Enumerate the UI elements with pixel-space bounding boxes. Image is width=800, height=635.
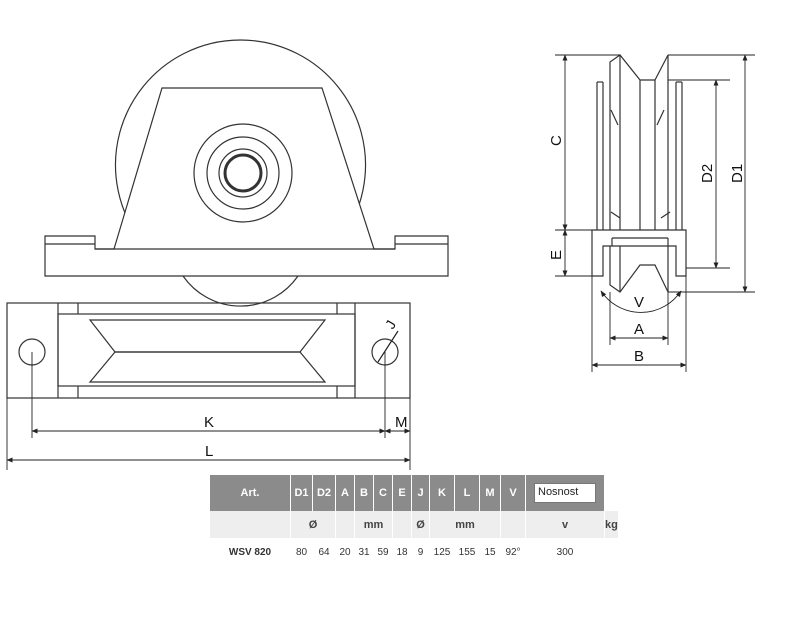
dim-label-a: A: [634, 321, 644, 338]
side-bracket-base: [591, 229, 687, 277]
unit-cell: kg: [604, 511, 619, 538]
value-cell: 125: [429, 538, 455, 566]
side-dimensions: [555, 54, 755, 372]
value-cell: 300: [525, 538, 605, 566]
wheel-groove-bottom: [88, 351, 327, 383]
header-cell: D1: [290, 475, 313, 511]
header-cell: E: [392, 475, 412, 511]
dim-label-e: E: [548, 250, 565, 260]
wheel-outline: [114, 39, 367, 277]
table-units-row: Ø mm Ø mm v kg: [210, 511, 619, 538]
header-cell: K: [429, 475, 455, 511]
nosnost-header-cell: Nosnost: [525, 475, 605, 511]
unit-cell: [500, 511, 526, 538]
dim-label-d2: D2: [699, 164, 716, 183]
plate-outline: [6, 302, 411, 399]
dim-label-l: L: [205, 443, 213, 460]
dim-label-b: B: [634, 348, 644, 365]
dim-label-j: J: [382, 317, 399, 331]
unit-cell: v: [525, 511, 605, 538]
article-cell: WSV 820: [210, 538, 291, 566]
technical-drawing: K M L J: [6, 39, 755, 470]
value-cell: 64: [312, 538, 336, 566]
header-cell: C: [373, 475, 393, 511]
side-view: [591, 54, 687, 293]
nosnost-label: Nosnost: [534, 483, 596, 503]
header-cell: M: [479, 475, 501, 511]
unit-cell: Ø: [290, 511, 336, 538]
value-cell: 9: [411, 538, 430, 566]
wheel-groove-top: [88, 319, 327, 353]
wheel-bottom-arc: [182, 275, 299, 307]
table-header-row: Art. D1 D2 A B C E J K L M V Nosnost: [210, 475, 618, 511]
value-cell: 80: [290, 538, 313, 566]
header-cell: D2: [312, 475, 336, 511]
side-wheel-bottom: [609, 246, 669, 293]
value-cell: 92°: [500, 538, 526, 566]
header-cell: Art.: [210, 475, 291, 511]
value-cell: 18: [392, 538, 412, 566]
spec-table: Art. D1 D2 A B C E J K L M V Nosnost Ø m…: [210, 475, 619, 566]
header-cell: J: [411, 475, 430, 511]
value-cell: 20: [335, 538, 355, 566]
top-view: [6, 302, 411, 399]
dim-label-d1: D1: [729, 164, 746, 183]
unit-cell: mm: [429, 511, 501, 538]
dim-label-m: M: [395, 414, 408, 431]
dim-label-v: V: [634, 294, 644, 311]
unit-cell: Ø: [411, 511, 430, 538]
value-cell: 155: [454, 538, 480, 566]
top-dimensions: [6, 352, 411, 470]
unit-cell: [335, 511, 355, 538]
value-cell: 31: [354, 538, 374, 566]
side-wheel-outline: [609, 54, 669, 240]
header-cell: V: [500, 475, 526, 511]
table-row: WSV 820 80 64 20 31 59 18 9 125 155 15 9…: [210, 538, 618, 566]
value-cell: 15: [479, 538, 501, 566]
header-cell: A: [335, 475, 355, 511]
unit-cell: [210, 511, 291, 538]
header-cell: L: [454, 475, 480, 511]
dim-label-c: C: [548, 135, 565, 146]
dim-label-k: K: [204, 414, 214, 431]
unit-cell: [392, 511, 412, 538]
header-cell: B: [354, 475, 374, 511]
value-cell: 59: [373, 538, 393, 566]
unit-cell: mm: [354, 511, 393, 538]
